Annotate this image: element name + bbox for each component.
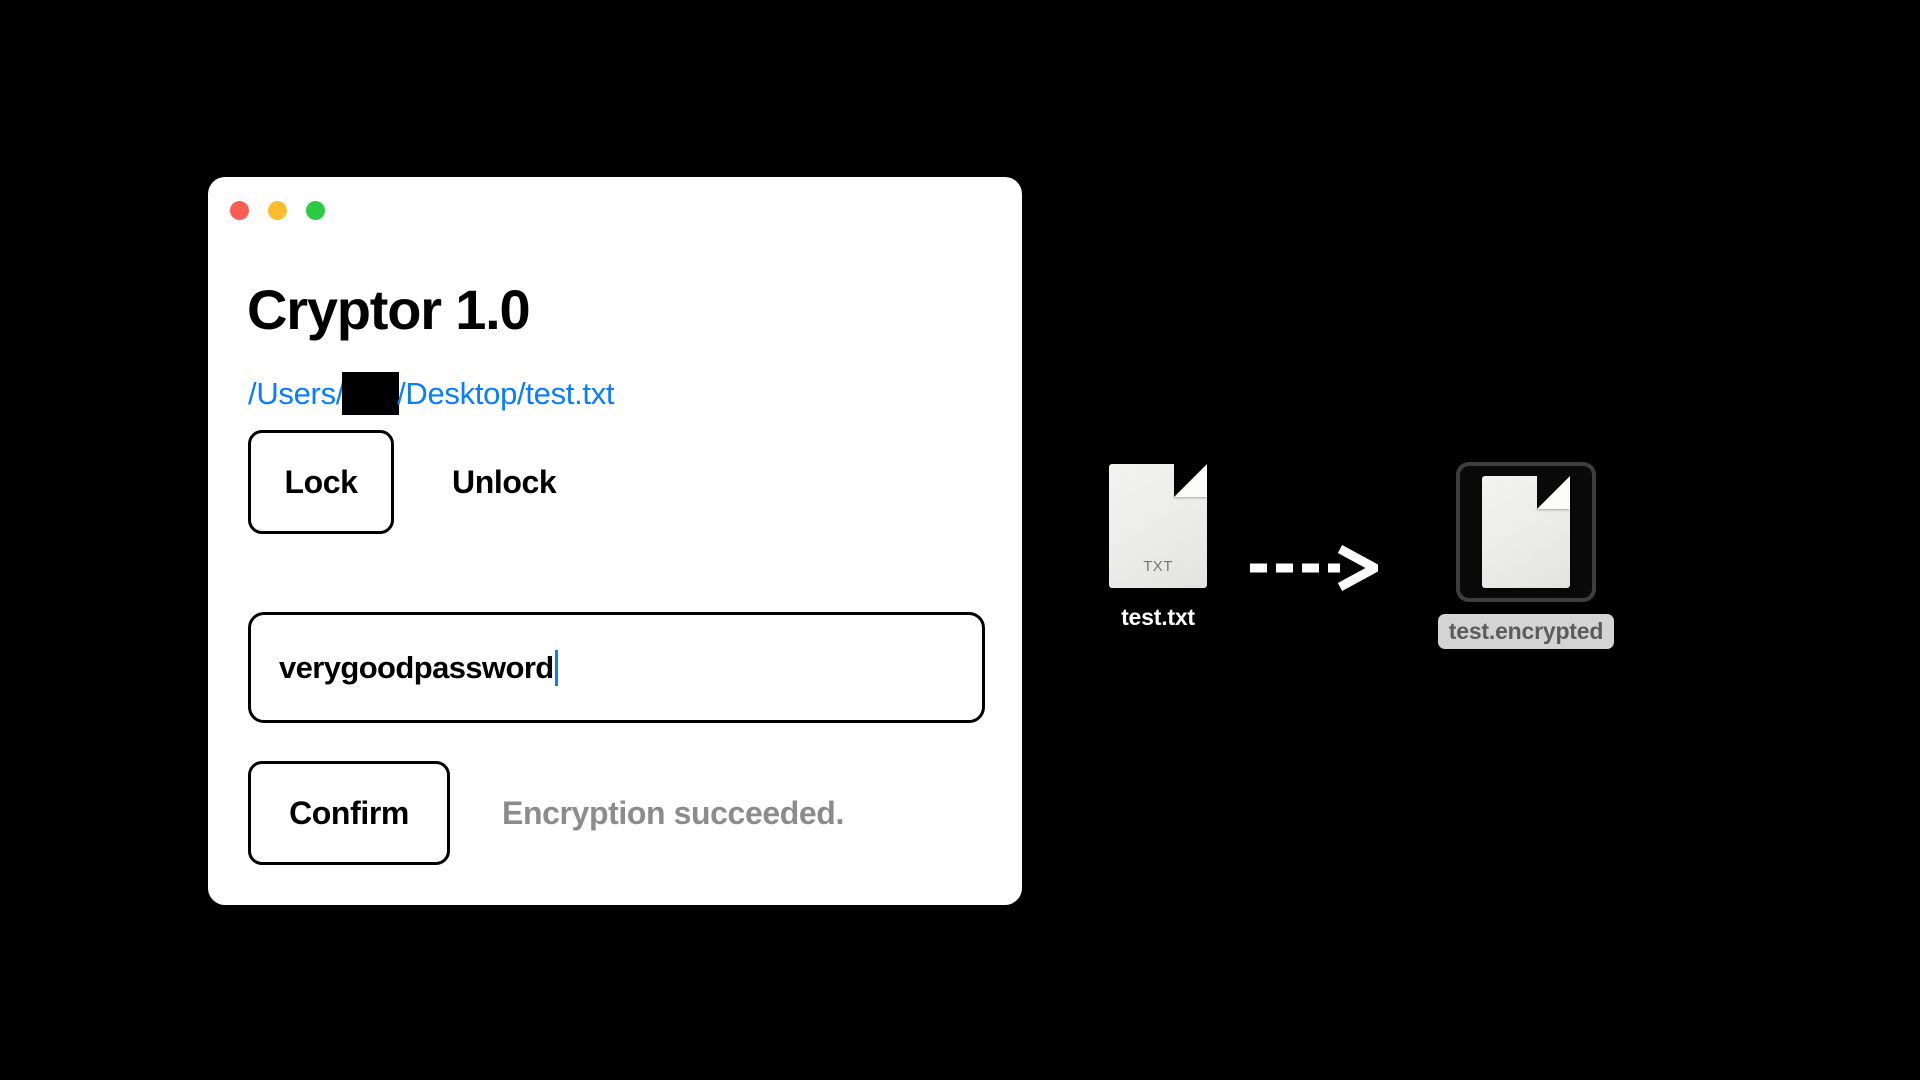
confirm-button[interactable]: Confirm — [248, 761, 450, 865]
file-icon-frame: TXT — [1108, 462, 1208, 590]
text-document-icon: TXT — [1109, 464, 1207, 588]
selected-file-path[interactable]: /Users/ /Desktop/test.txt — [248, 372, 615, 415]
window-traffic-lights — [230, 201, 325, 220]
close-window-icon[interactable] — [230, 201, 249, 220]
text-caret — [554, 649, 558, 686]
mode-selector: Lock Unlock — [248, 430, 557, 534]
cryptor-app-window: Cryptor 1.0 /Users/ /Desktop/test.txt Lo… — [208, 177, 1022, 905]
file-icon-frame-selected — [1456, 462, 1596, 602]
unlock-mode-button[interactable]: Unlock — [452, 463, 557, 500]
file-name-label-selected: test.encrypted — [1437, 614, 1615, 649]
password-input[interactable]: verygoodpassword — [248, 612, 985, 723]
status-message: Encryption succeeded. — [502, 794, 844, 831]
file-path-suffix: /Desktop/test.txt — [397, 376, 615, 411]
desktop-file-source[interactable]: TXT test.txt — [1063, 462, 1253, 633]
window-content: Cryptor 1.0 /Users/ /Desktop/test.txt Lo… — [208, 177, 1022, 905]
page-title: Cryptor 1.0 — [247, 278, 531, 341]
file-path-prefix: /Users/ — [248, 376, 345, 411]
file-extension-badge: TXT — [1143, 558, 1173, 575]
password-input-value: verygoodpassword — [279, 649, 554, 685]
confirm-action-row: Confirm Encryption succeeded. — [248, 761, 844, 865]
file-name-label: test.txt — [1121, 604, 1195, 630]
lock-mode-button[interactable]: Lock — [248, 430, 394, 534]
minimize-window-icon[interactable] — [268, 201, 287, 220]
transform-arrow-icon — [1250, 545, 1378, 591]
redaction-block — [342, 372, 400, 415]
maximize-window-icon[interactable] — [306, 201, 325, 220]
encrypted-document-icon — [1482, 476, 1570, 588]
desktop-file-target[interactable]: test.encrypted — [1426, 462, 1626, 649]
